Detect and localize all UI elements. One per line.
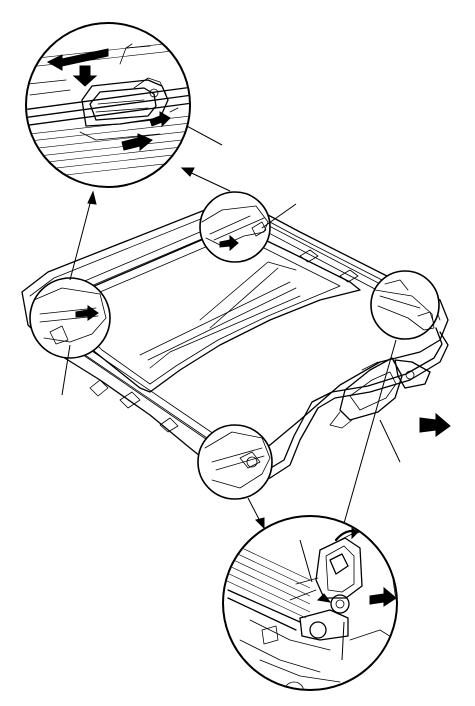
magnifier-top (199, 191, 271, 263)
magnifier-bottom (197, 424, 273, 500)
magnifier-right (370, 270, 440, 340)
leader-lines (61, 117, 401, 554)
zoom-circle-bottom (222, 515, 398, 691)
push-down-arrow-icon (72, 65, 98, 87)
removal-arrow-icon (419, 412, 451, 437)
magnifier-left (29, 277, 111, 359)
zoom-circle-top (25, 22, 191, 188)
slide-left-arrow-icon (46, 48, 109, 71)
motor-bracket (329, 357, 431, 429)
slide-right-arrow-icon (369, 586, 396, 607)
pull-arrow-icon (121, 133, 153, 152)
